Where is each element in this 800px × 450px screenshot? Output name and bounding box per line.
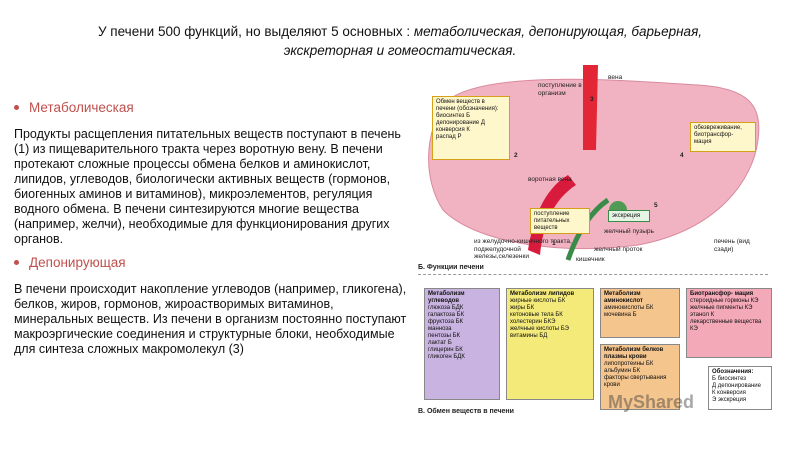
label-pechen: печень (вид сзади) [714, 238, 750, 253]
title-italic-2: экскреторная и гомеостатическая. [283, 43, 517, 58]
excretion-box: экскреция [608, 210, 650, 222]
biotransform-box: Биотрансфор- мация стероидные гормоны КЭ… [686, 288, 772, 358]
text-column: Метаболическая Продукты расщепления пита… [14, 100, 409, 363]
biotransform-item: лекарственные вещества КЭ [690, 319, 762, 332]
watermark: MyShared [608, 392, 695, 412]
label-zhelch-puzyr: желчный пузырь [604, 228, 654, 235]
detox-box: обезвреживание, биотрансфор- мация [690, 122, 756, 152]
protein-box: Метаболизм белков плазмы крови липопроте… [600, 344, 680, 410]
carb-item: фруктоза БК [428, 319, 464, 325]
detox-text: обезвреживание, биотрансфор- мация [694, 125, 742, 145]
carb-title: Метаболизм углеводов [428, 291, 465, 304]
amino-item: аминокислоты БК [604, 305, 654, 311]
amino-box: Метаболизм аминокислот аминокислоты БК м… [600, 288, 680, 338]
portal-vein-shape [528, 175, 576, 255]
marker-2: 2 [514, 152, 518, 159]
amino-title: Метаболизм аминокислот [604, 291, 643, 304]
section-b-rule [418, 274, 768, 275]
bullet-icon [14, 260, 19, 265]
carb-item: пентозы БК [428, 333, 461, 339]
protein-item: факторы свертывания крови [604, 375, 667, 388]
legend-item: Э экскреция [712, 397, 747, 403]
protein-item: альбумин БК [604, 368, 641, 374]
section-text-metabolic: Продукты расщепления питательных веществ… [14, 127, 401, 246]
biotransform-title: Биотрансфор- мация [690, 291, 754, 297]
raspad-label: распад [436, 134, 456, 140]
legend-item: Д депонирование [712, 383, 761, 389]
biotransform-item: стероидные гормоны КЭ [690, 298, 759, 304]
carb-item: глицерин БК [428, 347, 463, 353]
marker-3: 3 [590, 96, 594, 103]
lipid-title: Метаболизм липидов [510, 291, 575, 297]
carb-item: лактат Б [428, 340, 452, 346]
lipid-item: холестерин БКЭ [510, 319, 556, 325]
label-vorotnaya: воротная вена [528, 176, 572, 183]
label-postuplenie-org: поступление в организм [538, 82, 582, 97]
carb-item: галактоза БК [428, 312, 465, 318]
carb-box: Метаболизм углеводов глюкоза БДК галакто… [424, 288, 500, 400]
protein-item: липопротеины БК [604, 361, 654, 367]
lipid-item: жиры БК [510, 305, 535, 311]
carb-item: манноза [428, 326, 452, 332]
label-zhelch-protok: желчный проток [594, 246, 643, 253]
legend-box: Обозначения: Б биосинтез Д депонирование… [708, 366, 772, 410]
carb-item: гликоген БДК [428, 354, 465, 360]
legend-exchange-box: Обмен веществ в печени (обозначения): би… [432, 96, 510, 160]
biosintez-label: биосинтез [436, 113, 465, 119]
deponirovanie-code: Д [480, 120, 485, 126]
carb-item: глюкоза БДК [428, 305, 464, 311]
raspad-code: Р [457, 134, 462, 140]
bullet-icon [14, 105, 19, 110]
excretion-text: экскреция [612, 213, 641, 219]
liver-figure: вена поступление в организм 3 Обмен веще… [418, 60, 776, 422]
marker-5: 5 [654, 202, 658, 209]
biosintez-code: Б [466, 113, 471, 119]
section-heading-depot: Депонирующая [14, 255, 409, 270]
biotransform-item: этанол К [690, 312, 715, 318]
title-italic-1: метаболическая, депонирующая, барьерная, [413, 24, 703, 39]
label-kishechnik: кишечник [576, 256, 605, 263]
legend-item: Б биосинтез [712, 376, 747, 382]
section-b-title: Б. Функции печени [418, 264, 484, 271]
section-text-depot: В печени происходит накопление углеводов… [14, 282, 407, 356]
liver-shape [428, 78, 760, 250]
legend-title: Обозначения: [712, 369, 754, 375]
konversia-label: конверсия [436, 127, 465, 133]
vein-shape [583, 65, 598, 150]
biotransform-item: желчные пигменты КЭ [690, 305, 753, 311]
nutrients-box: поступление питательных веществ [530, 208, 590, 234]
lipid-item: кетоновые тела БК [510, 312, 563, 318]
marker-4: 4 [680, 152, 684, 159]
protein-title: Метаболизм белков плазмы крови [604, 347, 664, 360]
lipid-box: Метаболизм липидов жирные кислоты БК жир… [506, 288, 594, 400]
heading-text: Депонирующая [29, 255, 126, 270]
lipid-item: желчные кислоты БЭ [510, 326, 569, 332]
title-plain: У печени 500 функций, но выделяют 5 осно… [97, 24, 414, 39]
label-vena: вена [608, 74, 623, 81]
obmen-title: Обмен веществ в печени (обозначения): [436, 99, 499, 112]
nutrients-text: поступление питательных веществ [534, 211, 570, 231]
amino-item: мочевина Б [604, 312, 637, 318]
section-heading-metabolic: Метаболическая [14, 100, 409, 115]
legend-item: К конверсия [712, 390, 746, 396]
section-v-title: В. Обмен веществ в печени [418, 408, 514, 415]
heading-text: Метаболическая [29, 100, 134, 115]
lipid-item: жирные кислоты БК [510, 298, 566, 304]
label-iz-zhkt: из желудочно-кишечного тракта, поджелудо… [474, 238, 572, 260]
slide-title: У печени 500 функций, но выделяют 5 осно… [40, 22, 760, 60]
konversia-code: К [466, 127, 470, 133]
marker-1: 1 [552, 240, 556, 247]
deponirovanie-label: депонирование [436, 120, 480, 126]
lipid-item: витамины БД [510, 333, 548, 339]
